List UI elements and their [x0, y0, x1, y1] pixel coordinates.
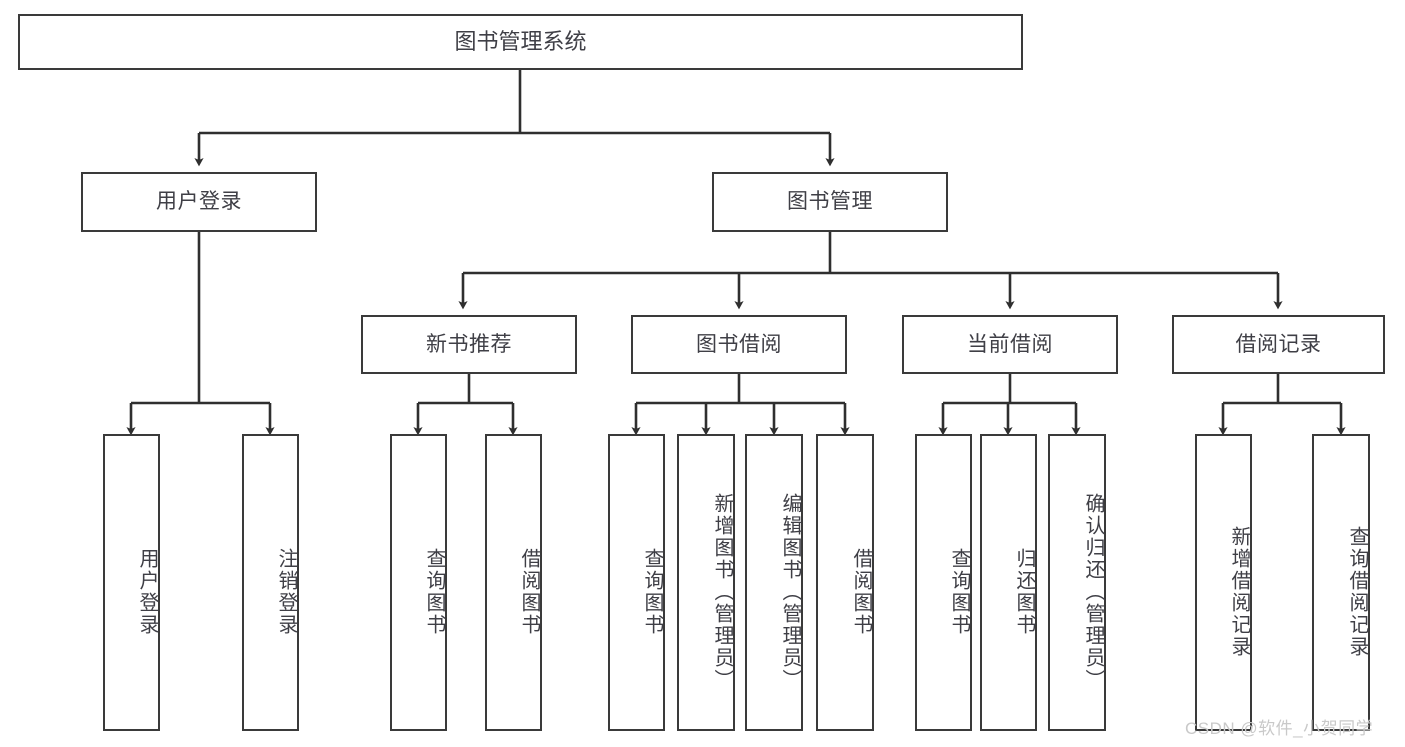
- node-book-borrow[interactable]: 图书借阅: [631, 315, 847, 374]
- node-label: 确认归还（管理员）: [1082, 492, 1104, 691]
- node-label: 借阅记录: [1235, 332, 1322, 356]
- node-label: 图书借阅: [696, 332, 782, 356]
- node-label: 新增图书（管理员）: [711, 492, 733, 691]
- leaf-logout[interactable]: 注销登录: [242, 434, 299, 731]
- node-borrow-record[interactable]: 借阅记录: [1172, 315, 1385, 374]
- node-label: 查询借阅记录: [1346, 525, 1368, 658]
- leaf-add-book-admin[interactable]: 新增图书（管理员）: [677, 434, 735, 731]
- node-label: 图书管理: [787, 190, 873, 214]
- leaf-borrow-book-recommend[interactable]: 借阅图书: [485, 434, 542, 731]
- leaf-confirm-return-admin[interactable]: 确认归还（管理员）: [1048, 434, 1106, 731]
- node-book-management[interactable]: 图书管理: [712, 172, 948, 232]
- node-label: 图书管理系统: [454, 28, 587, 54]
- watermark-text: CSDN @软件_小贺同学: [1185, 719, 1374, 738]
- node-label: 查询图书: [641, 547, 663, 636]
- leaf-user-login[interactable]: 用户登录: [103, 434, 160, 731]
- leaf-query-borrow-record[interactable]: 查询借阅记录: [1312, 434, 1370, 731]
- leaf-return-book[interactable]: 归还图书: [980, 434, 1037, 731]
- node-label: 注销登录: [275, 547, 297, 636]
- node-label: 新书推荐: [426, 332, 512, 356]
- node-label: 编辑图书（管理员）: [779, 492, 801, 691]
- node-label: 当前借阅: [967, 332, 1053, 356]
- leaf-edit-book-admin[interactable]: 编辑图书（管理员）: [745, 434, 803, 731]
- leaf-borrow-book[interactable]: 借阅图书: [816, 434, 874, 731]
- leaf-query-book-borrow[interactable]: 查询图书: [608, 434, 665, 731]
- node-new-book-recommend[interactable]: 新书推荐: [361, 315, 577, 374]
- leaf-add-borrow-record[interactable]: 新增借阅记录: [1195, 434, 1252, 731]
- node-label: 借阅图书: [850, 547, 872, 636]
- node-label: 归还图书: [1013, 547, 1035, 636]
- node-current-borrow[interactable]: 当前借阅: [902, 315, 1118, 374]
- node-user-login[interactable]: 用户登录: [81, 172, 317, 232]
- node-label: 新增借阅记录: [1228, 525, 1250, 658]
- node-label: 查询图书: [423, 547, 445, 636]
- node-label: 查询图书: [948, 547, 970, 636]
- leaf-query-book-recommend[interactable]: 查询图书: [390, 434, 447, 731]
- node-label: 用户登录: [136, 547, 158, 636]
- leaf-query-book-current[interactable]: 查询图书: [915, 434, 972, 731]
- node-root-system[interactable]: 图书管理系统: [18, 14, 1023, 70]
- node-label: 用户登录: [156, 190, 242, 214]
- node-label: 借阅图书: [518, 547, 540, 636]
